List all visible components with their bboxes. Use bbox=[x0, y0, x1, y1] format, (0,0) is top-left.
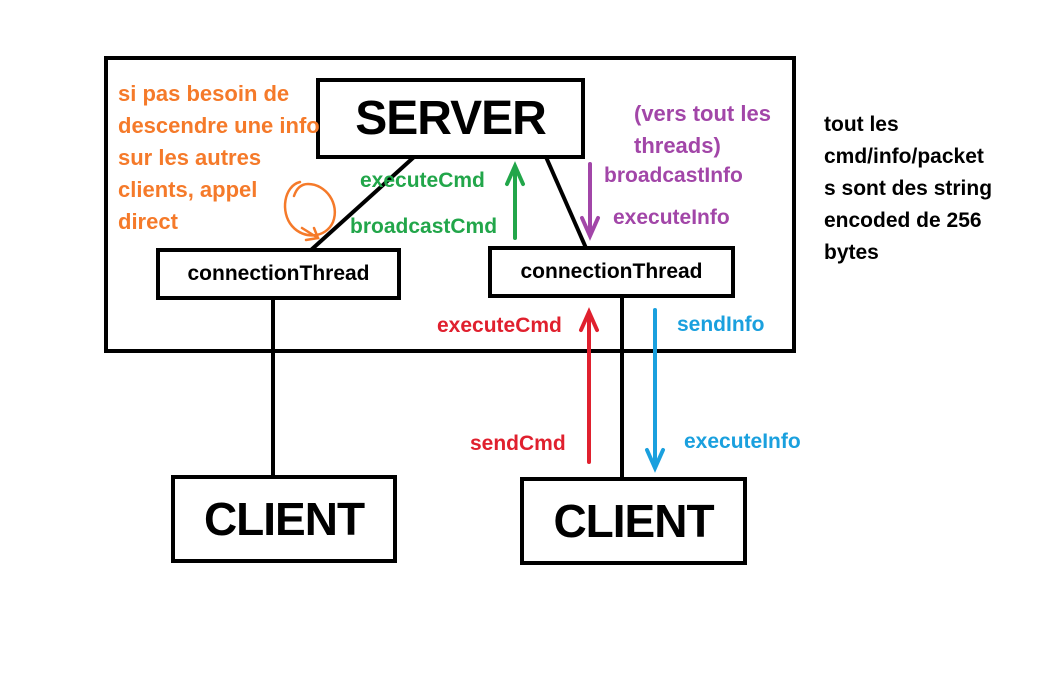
label-executeCmd-red: executeCmd bbox=[437, 314, 562, 337]
client-left-label: CLIENT bbox=[203, 493, 365, 545]
note-direct-call-line: direct bbox=[118, 209, 178, 234]
client-box-left bbox=[171, 475, 397, 563]
orange-loop-arrow bbox=[283, 180, 336, 242]
connection-thread-left-label: connectionThread bbox=[187, 262, 370, 285]
label-broadcastCmd: broadcastCmd bbox=[350, 215, 498, 238]
note-direct-call-line: clients, appel bbox=[118, 177, 258, 202]
note-direct-call: si pas besoin de descendre une info sur … bbox=[118, 78, 320, 238]
thread-box-right bbox=[488, 246, 735, 298]
purple-arrow-down bbox=[580, 162, 600, 241]
red-arrow-up bbox=[579, 307, 599, 464]
note-string-encoding-line: tout les bbox=[824, 113, 899, 136]
client-right-label: CLIENT bbox=[553, 495, 714, 547]
green-arrow-up bbox=[505, 161, 525, 240]
label-executeInfo-blue: executeInfo bbox=[684, 430, 801, 453]
label-executeInfo-purple: executeInfo bbox=[613, 206, 730, 229]
server-label: SERVER bbox=[355, 92, 547, 145]
note-string-encoding-line: cmd/info/packet bbox=[824, 145, 984, 168]
label-broadcastInfo: broadcastInfo bbox=[604, 164, 743, 187]
server-to-left-thread-line bbox=[309, 155, 416, 252]
note-direct-call-line: descendre une info bbox=[118, 113, 320, 138]
note-broadcast-hint: (vers tout les threads) bbox=[634, 98, 771, 162]
note-direct-call-line: si pas besoin de bbox=[118, 81, 290, 106]
server-to-right-thread-line bbox=[544, 156, 588, 249]
note-string-encoding-line: bytes bbox=[824, 241, 879, 264]
note-string-encoding-line: encoded de 256 bbox=[824, 209, 982, 232]
blue-arrow-down bbox=[645, 308, 665, 473]
note-broadcast-hint-line: threads) bbox=[634, 133, 721, 158]
server-box bbox=[316, 78, 585, 159]
thread-box-left bbox=[156, 248, 401, 300]
note-string-encoding-line: s sont des string bbox=[824, 177, 993, 200]
label-executeCmd-green: executeCmd bbox=[360, 169, 485, 192]
note-string-encoding: tout les cmd/info/packet s sont des stri… bbox=[824, 109, 992, 269]
client-box-right bbox=[520, 477, 747, 565]
note-broadcast-hint-line: (vers tout les bbox=[634, 101, 771, 126]
label-sendCmd: sendCmd bbox=[470, 432, 566, 455]
connection-thread-right-label: connectionThread bbox=[520, 260, 703, 283]
note-direct-call-line: sur les autres bbox=[118, 145, 262, 170]
server-boundary bbox=[104, 56, 796, 353]
label-sendInfo: sendInfo bbox=[677, 313, 765, 336]
